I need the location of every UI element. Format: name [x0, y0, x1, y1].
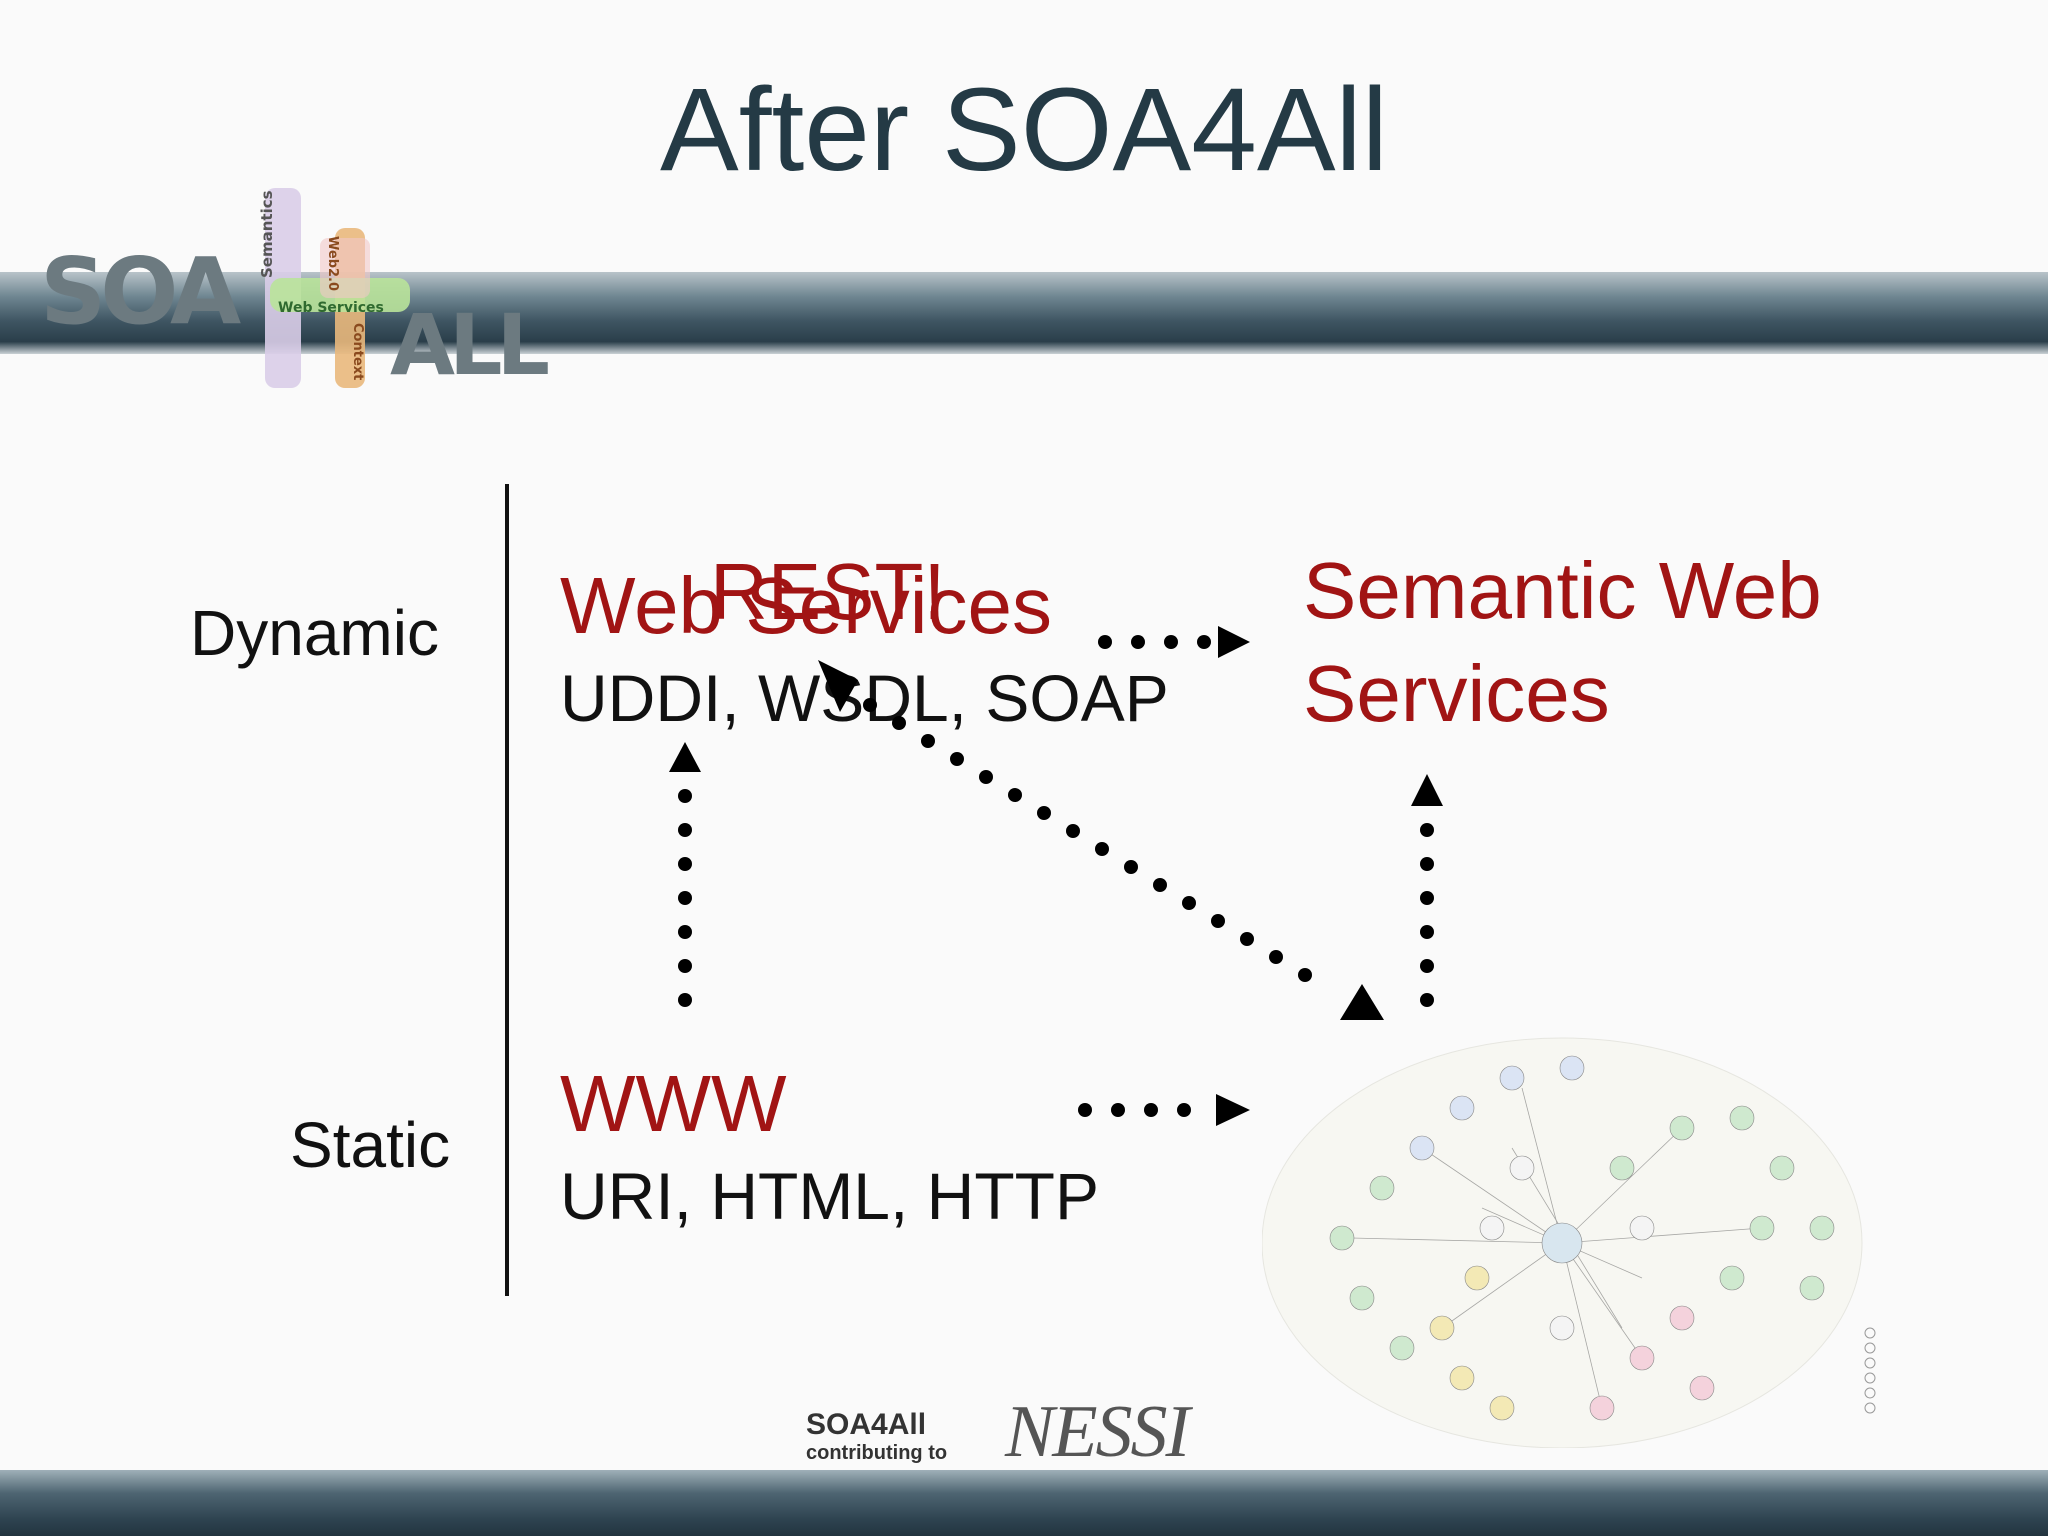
www-protocols: URI, HTML, HTTP — [560, 1159, 1099, 1233]
www-title: WWW — [560, 1059, 787, 1148]
web-services-protocols: UDDI, WSDL, SOAP — [560, 661, 1169, 735]
nessi-footer-logo: SOA4All contributing to NESSI — [790, 1370, 1230, 1473]
soa4all-logo: SOA ALL Semantics Web Services Web2.0 Co… — [20, 178, 560, 398]
logo-label-web-services: Web Services — [278, 300, 384, 316]
semantic-web-services-line2: Services — [1303, 649, 1610, 738]
semantic-web-services-line1: Semantic Web — [1303, 546, 1822, 635]
soa4all-logo-mark — [265, 188, 410, 388]
footer-contributing: contributing to — [806, 1442, 948, 1464]
rest-overlay: REST! — [710, 547, 946, 636]
logo-letters-soa: SOA — [40, 238, 241, 345]
slide-title: After SOA4All — [660, 64, 1388, 196]
footer-band — [0, 1470, 2048, 1536]
footer-nessi: NESSI — [1005, 1391, 1190, 1473]
axis-label-static: Static — [290, 1109, 451, 1181]
axis-label-dynamic: Dynamic — [190, 597, 439, 669]
logo-letters-all: ALL — [390, 296, 550, 394]
web-services-title: Web Services — [560, 561, 1053, 650]
axis-divider — [505, 484, 509, 1296]
footer-soa4all: SOA4All — [806, 1408, 927, 1441]
linked-open-data-cloud — [1262, 1037, 1876, 1448]
